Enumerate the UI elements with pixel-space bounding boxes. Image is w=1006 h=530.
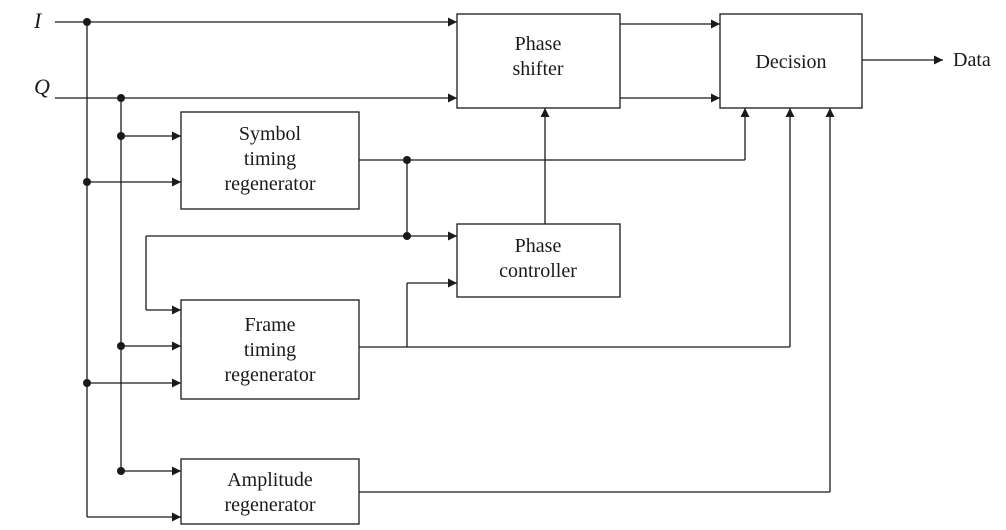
data-output-label: Data xyxy=(953,49,991,71)
phase-shifter-outputs xyxy=(620,24,720,98)
i-junction-dot xyxy=(83,379,91,387)
amplitude-label-line-1: Amplitude xyxy=(227,469,313,491)
input-i-label: I xyxy=(33,8,43,33)
phase-shifter-label-line-2: shifter xyxy=(512,58,563,80)
q-junction-dot xyxy=(117,342,125,350)
i-junction-dot xyxy=(83,178,91,186)
input-q-label: Q xyxy=(34,74,50,99)
q-junction-dot xyxy=(117,132,125,140)
symbol-to-frame-loop xyxy=(146,236,407,310)
i-junction-dot xyxy=(83,18,91,26)
phase-shifter-label-line-1: Phase xyxy=(515,33,562,55)
amplitude-label-line-2: regenerator xyxy=(224,494,315,516)
frame-timing-label-line-3: regenerator xyxy=(224,364,315,386)
decision-label: Decision xyxy=(755,51,826,73)
phase-controller-block: Phase controller xyxy=(457,224,620,297)
phase-shifter-block: Phase shifter xyxy=(457,14,620,108)
amplitude-output-lines xyxy=(359,108,830,492)
frame-timing-label-line-2: timing xyxy=(244,339,296,361)
i-signal-lines xyxy=(55,18,457,517)
q-junction-dot xyxy=(117,467,125,475)
q-junction-dot xyxy=(117,94,125,102)
symbol-timing-output-lines xyxy=(359,108,745,240)
symbol-timing-regenerator-block: Symbol timing regenerator xyxy=(181,112,359,209)
frame-timing-regenerator-block: Frame timing regenerator xyxy=(181,300,359,399)
amplitude-regenerator-block: Amplitude regenerator xyxy=(181,459,359,524)
symbol-timing-junction-dot xyxy=(403,156,411,164)
phase-controller-label-line-2: controller xyxy=(499,260,577,282)
decision-block: Decision xyxy=(720,14,862,108)
symbol-timing-label-line-1: Symbol xyxy=(239,123,302,145)
frame-timing-label-line-1: Frame xyxy=(244,314,295,336)
phase-controller-label-line-1: Phase xyxy=(515,235,562,257)
symbol-timing-label-line-3: regenerator xyxy=(224,173,315,195)
symbol-timing-label-line-2: timing xyxy=(244,148,296,170)
